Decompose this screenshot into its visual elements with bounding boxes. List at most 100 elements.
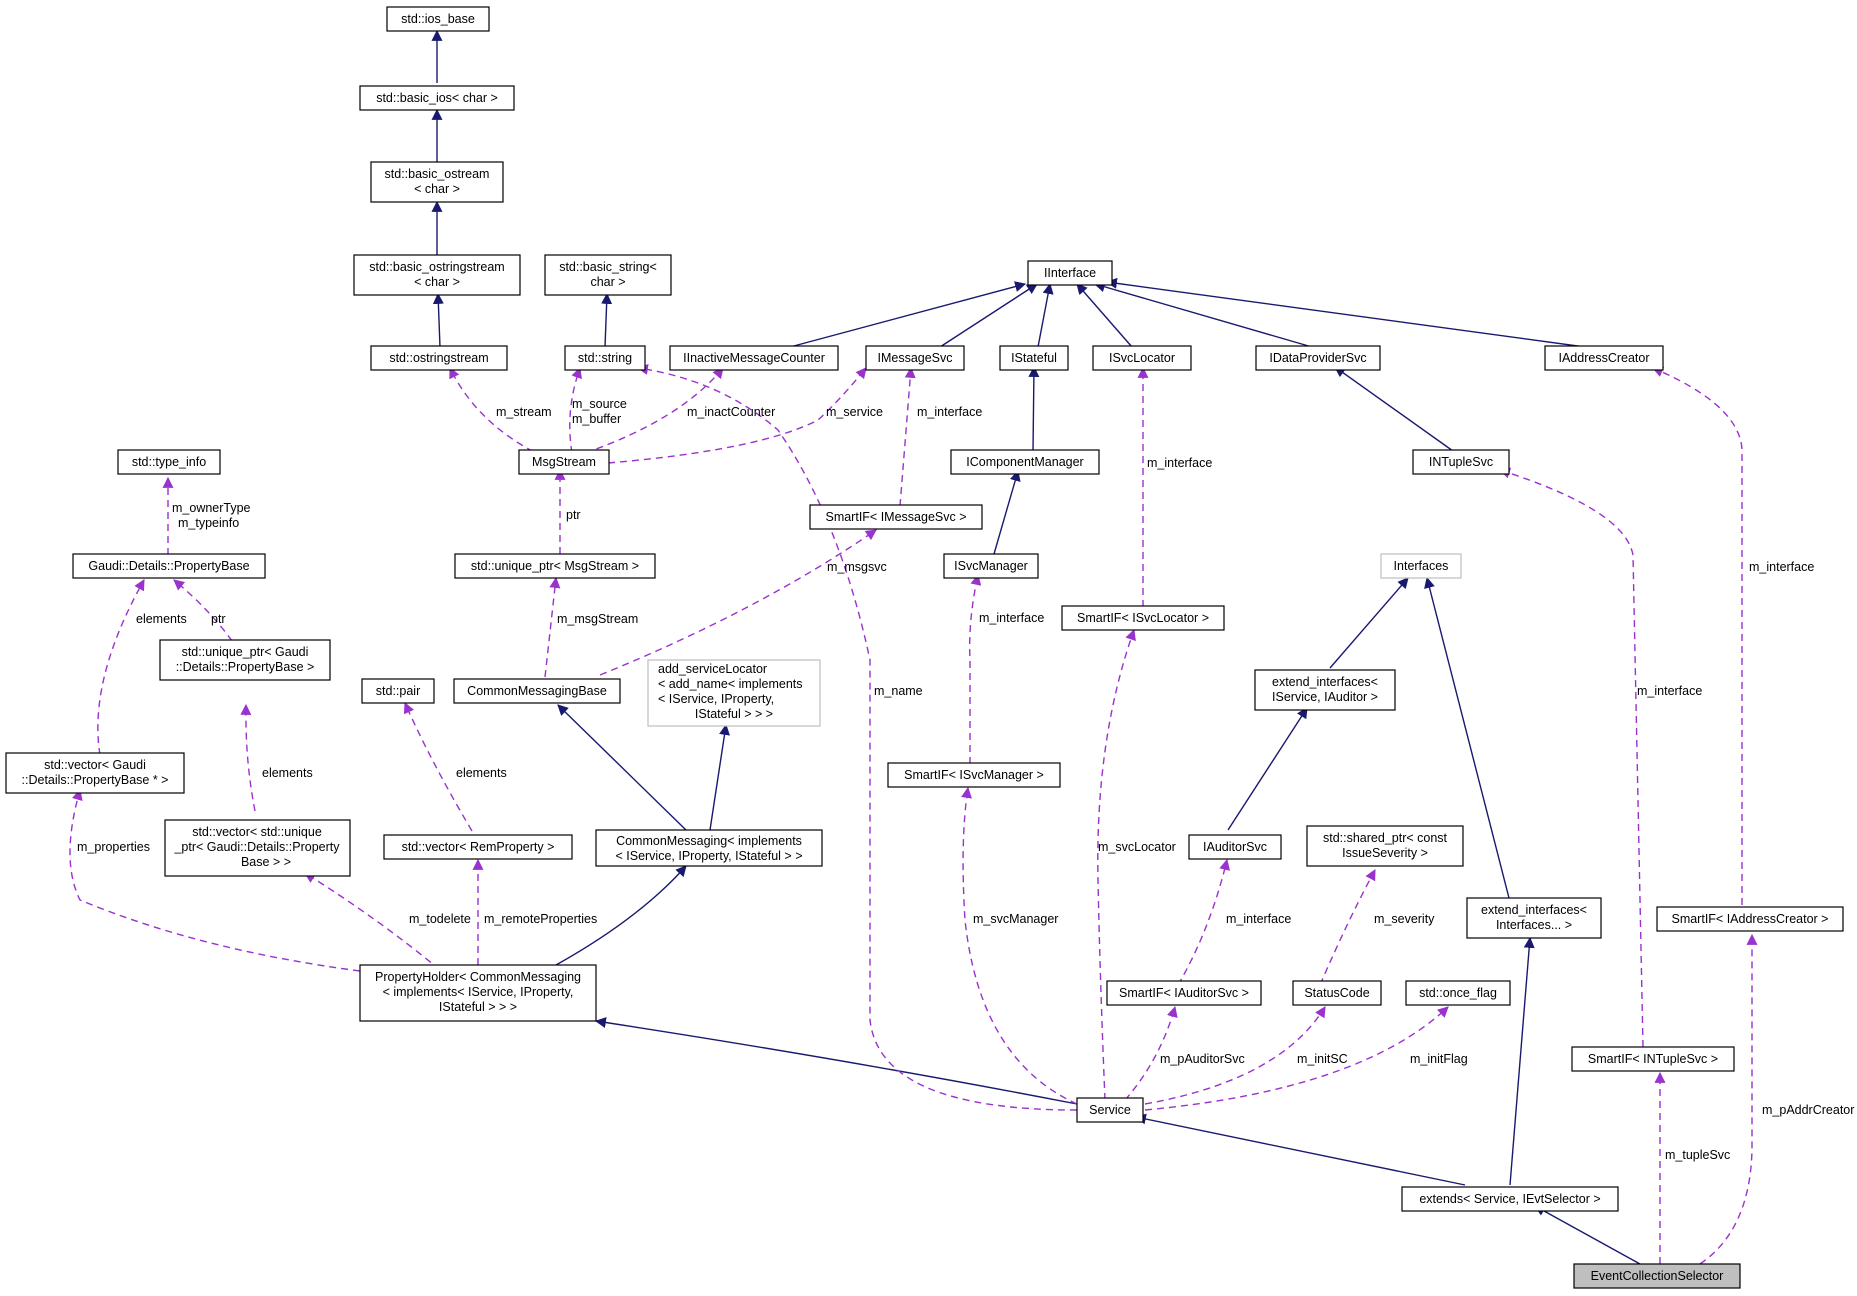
edge-smartif-svcmanager-m-interface (968, 573, 982, 764)
node-intuplesvc[interactable]: INTupleSvc (1412, 449, 1510, 475)
node-iinactivemessagecounter[interactable]: IInactiveMessageCounter (669, 345, 839, 371)
svg-text:< implements< IService, IPrope: < implements< IService, IProperty, (383, 985, 574, 999)
edge-propertyholder-to-commonmessaging (555, 865, 687, 966)
node-std-ios-base[interactable]: std::ios_base (386, 6, 490, 32)
label-m-msgsvc: m_msgsvc (827, 560, 887, 574)
edge-vector-unique-elements (240, 703, 256, 812)
label-m-stream: m_stream (496, 405, 552, 419)
svg-text:std::ostringstream: std::ostringstream (389, 351, 488, 365)
node-istateful[interactable]: IStateful (999, 345, 1069, 371)
node-std-string[interactable]: std::string (564, 345, 646, 371)
label-m-interface-svclocator: m_interface (1147, 456, 1212, 470)
label-m-source: m_source (572, 397, 627, 411)
edge-service-to-propertyholder (594, 1017, 1078, 1105)
node-smartif-iaddresscreator[interactable]: SmartIF< IAddressCreator > (1656, 906, 1844, 932)
node-std-basic-string[interactable]: std::basic_string< char > (544, 254, 672, 296)
label-m-interface-svcmanager: m_interface (979, 611, 1044, 625)
node-eventcollectionselector[interactable]: EventCollectionSelector (1573, 1263, 1741, 1289)
node-std-once-flag[interactable]: std::once_flag (1405, 980, 1511, 1006)
svg-text:SmartIF< ISvcLocator >: SmartIF< ISvcLocator > (1077, 611, 1209, 625)
node-smartif-imessagesvc[interactable]: SmartIF< IMessageSvc > (809, 504, 983, 530)
node-extend-interfaces-iauditor[interactable]: extend_interfaces< IService, IAuditor > (1254, 669, 1396, 711)
node-vector-unique-ptr[interactable]: std::vector< std::unique _ptr< Gaudi::De… (164, 819, 351, 877)
node-smartif-iauditorsvc[interactable]: SmartIF< IAuditorSvc > (1106, 980, 1262, 1006)
node-unique-ptr-msgstream[interactable]: std::unique_ptr< MsgStream > (454, 553, 656, 579)
svg-text:SmartIF< INTupleSvc >: SmartIF< INTupleSvc > (1588, 1052, 1718, 1066)
svg-text:std::unique_ptr< Gaudi: std::unique_ptr< Gaudi (182, 645, 309, 659)
edge-eventcollectionselector-to-extends (1534, 1205, 1641, 1265)
node-idataprovidersvc[interactable]: IDataProviderSvc (1255, 345, 1381, 371)
svg-text:std::pair: std::pair (376, 684, 420, 698)
node-gaudi-propertybase[interactable]: Gaudi::Details::PropertyBase (72, 553, 266, 579)
node-service[interactable]: Service (1076, 1097, 1144, 1123)
node-imessagesvc[interactable]: IMessageSvc (865, 345, 965, 371)
label-m-service: m_service (826, 405, 883, 419)
node-interfaces[interactable]: Interfaces (1380, 553, 1462, 579)
svg-text:Interfaces... >: Interfaces... > (1496, 918, 1572, 932)
svg-text:< char >: < char > (414, 275, 460, 289)
node-unique-ptr-propertybase[interactable]: std::unique_ptr< Gaudi ::Details::Proper… (159, 639, 331, 681)
node-std-ostringstream[interactable]: std::ostringstream (370, 345, 508, 371)
node-statuscode[interactable]: StatusCode (1292, 980, 1382, 1006)
edge-imessagesvc-to-iinterface (939, 283, 1038, 348)
node-msgstream[interactable]: MsgStream (518, 449, 610, 475)
node-commonmessaging[interactable]: CommonMessaging< implements < IService, … (595, 829, 823, 867)
node-smartif-isvclocator[interactable]: SmartIF< ISvcLocator > (1061, 605, 1225, 631)
node-add-servicelocator[interactable]: add_serviceLocator < add_name< implement… (647, 659, 821, 727)
edge-iinactive-to-iinterface (789, 281, 1027, 348)
node-std-type-info[interactable]: std::type_info (117, 449, 221, 475)
svg-text:Service: Service (1089, 1103, 1131, 1117)
edge-iaddresscreator-to-iinterface (1105, 277, 1586, 348)
svg-text:ISvcLocator: ISvcLocator (1109, 351, 1175, 365)
node-iaddresscreator[interactable]: IAddressCreator (1544, 345, 1664, 371)
node-std-basic-ios[interactable]: std::basic_ios< char > (359, 85, 515, 111)
node-smartif-isvcmanager[interactable]: SmartIF< ISvcManager > (887, 762, 1061, 788)
svg-text:std::vector< std::unique: std::vector< std::unique (192, 825, 322, 839)
node-propertyholder[interactable]: PropertyHolder< CommonMessaging < implem… (359, 964, 597, 1022)
svg-text:IDataProviderSvc: IDataProviderSvc (1269, 351, 1366, 365)
node-isvclocator[interactable]: ISvcLocator (1092, 345, 1192, 371)
node-std-basic-ostringstream[interactable]: std::basic_ostringstream < char > (353, 254, 521, 296)
svg-text:std::unique_ptr< MsgStream >: std::unique_ptr< MsgStream > (471, 559, 639, 573)
edge-ostringstream-to-basic-ostringstream (432, 292, 444, 348)
svg-text:std::once_flag: std::once_flag (1419, 986, 1497, 1000)
svg-text:_ptr< Gaudi::Details::Property: _ptr< Gaudi::Details::Property (173, 840, 340, 854)
node-extend-interfaces-interfaces[interactable]: extend_interfaces< Interfaces... > (1466, 897, 1602, 939)
node-vector-remproperty[interactable]: std::vector< RemProperty > (383, 834, 573, 860)
node-commonmessagingbase[interactable]: CommonMessagingBase (453, 678, 621, 704)
svg-text:CommonMessaging< implements: CommonMessaging< implements (616, 834, 802, 848)
label-m-interface-msgsvc: m_interface (917, 405, 982, 419)
svg-text:MsgStream: MsgStream (532, 455, 596, 469)
edge-string-to-basic-string (601, 292, 613, 348)
svg-text:ISvcManager: ISvcManager (954, 559, 1028, 573)
node-iinterface[interactable]: IInterface (1027, 260, 1113, 286)
edge-service-m-pauditorsvc (1124, 1005, 1178, 1101)
edge-commonmessagingbase-m-msgstream (544, 576, 561, 678)
svg-text:SmartIF< ISvcManager >: SmartIF< ISvcManager > (904, 768, 1044, 782)
label-elements-pair: elements (456, 766, 507, 780)
node-shared-ptr-issueseverity[interactable]: std::shared_ptr< const IssueSeverity > (1306, 825, 1464, 867)
svg-text:add_serviceLocator: add_serviceLocator (658, 662, 767, 676)
node-vector-propertybase-ptr[interactable]: std::vector< Gaudi ::Details::PropertyBa… (5, 752, 185, 794)
edge-vector-remproperty-elements (403, 701, 473, 832)
node-iauditorsvc[interactable]: IAuditorSvc (1188, 834, 1282, 860)
node-isvcmanager[interactable]: ISvcManager (943, 553, 1039, 579)
node-extends-service-ievtselector[interactable]: extends< Service, IEvtSelector > (1401, 1186, 1619, 1212)
svg-text:Base > >: Base > > (241, 855, 291, 869)
node-std-pair[interactable]: std::pair (361, 678, 435, 704)
node-icomponentmanager[interactable]: IComponentManager (950, 449, 1100, 475)
node-std-basic-ostream[interactable]: std::basic_ostream < char > (370, 161, 504, 203)
svg-text:extends< Service, IEvtSelector: extends< Service, IEvtSelector > (1419, 1192, 1600, 1206)
edge-propertyholder-m-todelete (304, 872, 441, 971)
svg-text:INTupleSvc: INTupleSvc (1429, 455, 1493, 469)
label-m-buffer: m_buffer (572, 412, 621, 426)
label-elements-propertybase: elements (136, 612, 187, 626)
label-m-tuplesvc: m_tupleSvc (1665, 1148, 1730, 1162)
label-m-paddrcreator: m_pAddrCreator (1762, 1103, 1854, 1117)
svg-text:extend_interfaces<: extend_interfaces< (1272, 675, 1378, 689)
label-ptr-propertybase: ptr (211, 612, 226, 626)
svg-text:::Details::PropertyBase >: ::Details::PropertyBase > (176, 660, 315, 674)
node-smartif-intuplesvc[interactable]: SmartIF< INTupleSvc > (1571, 1046, 1735, 1072)
edge-msgstream-m-inactcounter (584, 367, 724, 454)
edge-service-m-svclocator (1097, 628, 1136, 1101)
